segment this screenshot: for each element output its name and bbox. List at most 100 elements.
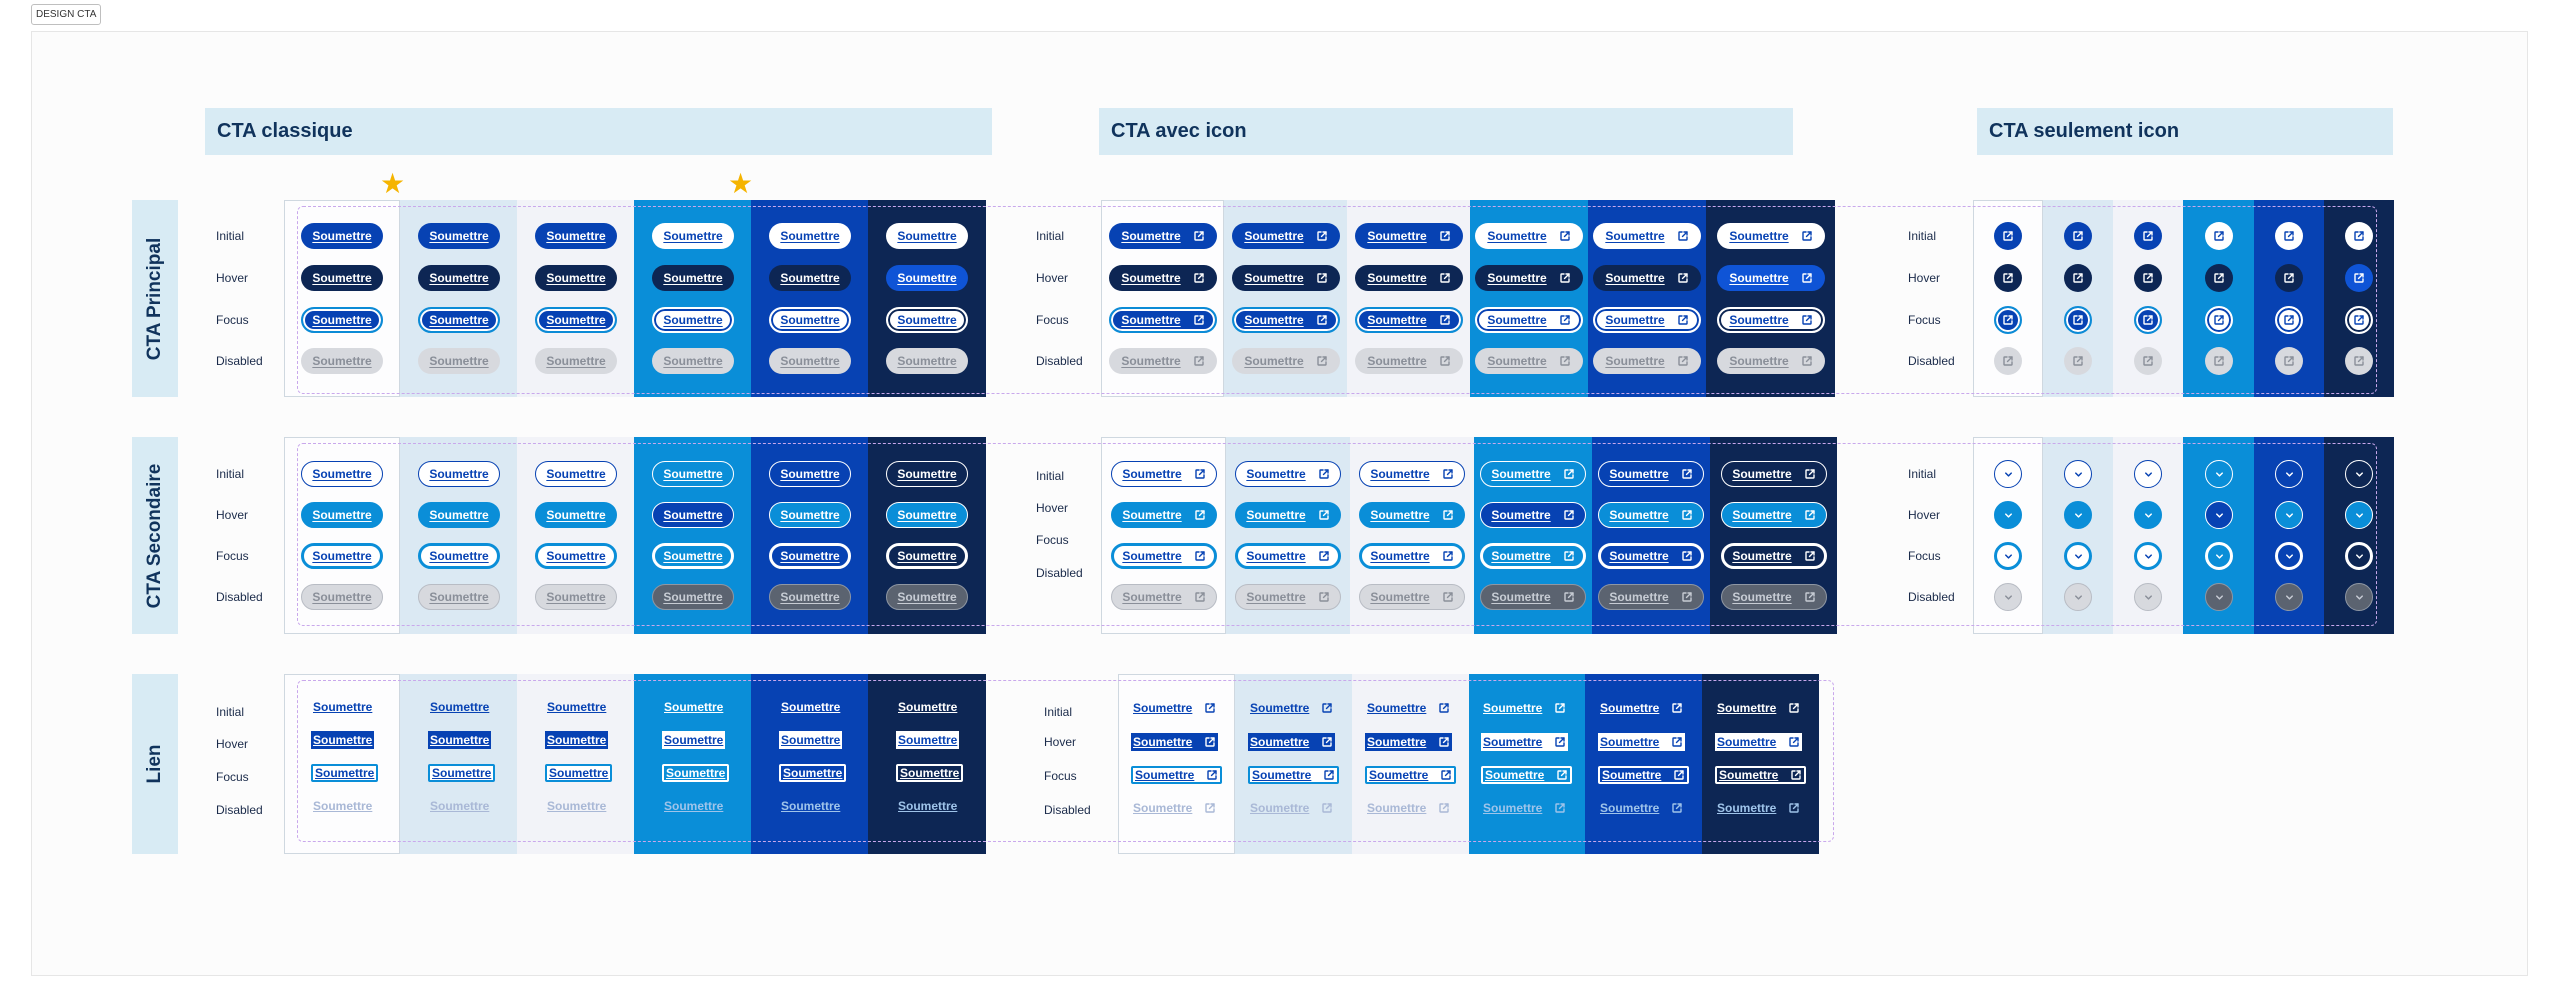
button-focus[interactable]: Soumettre [886, 307, 968, 333]
button-disabled[interactable]: Soumettre [1109, 348, 1217, 374]
link-initial[interactable]: Soumettre [1365, 699, 1452, 717]
button-initial[interactable]: Soumettre [652, 461, 734, 487]
page-tag[interactable]: DESIGN CTA [31, 4, 102, 25]
button-focus[interactable]: Soumettre [1475, 307, 1583, 333]
button-initial[interactable]: Soumettre [769, 461, 851, 487]
button-focus[interactable]: Soumettre [1721, 543, 1827, 569]
icon-button-disabled[interactable] [2345, 583, 2373, 611]
button-disabled[interactable]: Soumettre [1598, 584, 1704, 610]
button-initial[interactable]: Soumettre [535, 223, 617, 249]
button-hover[interactable]: Soumettre [769, 502, 851, 528]
button-disabled[interactable]: Soumettre [535, 348, 617, 374]
button-disabled[interactable]: Soumettre [418, 584, 500, 610]
button-hover[interactable]: Soumettre [1232, 265, 1340, 291]
link-hover[interactable]: Soumettre [662, 731, 726, 749]
link-hover[interactable]: Soumettre [311, 731, 375, 749]
icon-button-disabled[interactable] [2275, 583, 2303, 611]
button-disabled[interactable]: Soumettre [769, 348, 851, 374]
button-focus[interactable]: Soumettre [418, 307, 500, 333]
link-disabled[interactable]: Soumettre [311, 797, 374, 815]
link-hover[interactable]: Soumettre [428, 731, 492, 749]
icon-button-hover[interactable] [2134, 264, 2162, 292]
button-focus[interactable]: Soumettre [418, 543, 500, 569]
button-hover[interactable]: Soumettre [1593, 265, 1701, 291]
link-disabled[interactable]: Soumettre [896, 797, 959, 815]
icon-button-initial[interactable] [2275, 222, 2303, 250]
link-focus[interactable]: Soumettre [428, 764, 496, 782]
button-focus[interactable]: Soumettre [1111, 543, 1217, 569]
link-focus[interactable]: Soumettre [1598, 766, 1690, 784]
button-focus[interactable]: Soumettre [652, 307, 734, 333]
link-initial[interactable]: Soumettre [311, 698, 374, 716]
button-focus[interactable]: Soumettre [769, 307, 851, 333]
icon-button-focus[interactable] [2275, 306, 2303, 334]
link-focus[interactable]: Soumettre [1365, 766, 1457, 784]
button-focus[interactable]: Soumettre [652, 543, 734, 569]
link-focus[interactable]: Soumettre [1131, 766, 1223, 784]
button-focus[interactable]: Soumettre [769, 543, 851, 569]
button-disabled[interactable]: Soumettre [1475, 348, 1583, 374]
icon-button-focus[interactable] [1994, 542, 2022, 570]
button-focus[interactable]: Soumettre [535, 307, 617, 333]
link-focus[interactable]: Soumettre [1715, 766, 1807, 784]
link-initial[interactable]: Soumettre [662, 698, 725, 716]
icon-button-disabled[interactable] [1994, 347, 2022, 375]
button-hover[interactable]: Soumettre [418, 265, 500, 291]
button-initial[interactable]: Soumettre [535, 461, 617, 487]
button-hover[interactable]: Soumettre [886, 502, 968, 528]
button-hover[interactable]: Soumettre [652, 502, 734, 528]
link-disabled[interactable]: Soumettre [1248, 799, 1335, 817]
icon-button-hover[interactable] [2205, 264, 2233, 292]
link-focus[interactable]: Soumettre [1248, 766, 1340, 784]
button-disabled[interactable]: Soumettre [886, 348, 968, 374]
link-hover[interactable]: Soumettre [896, 731, 960, 749]
link-initial[interactable]: Soumettre [779, 698, 842, 716]
icon-button-initial[interactable] [1994, 460, 2022, 488]
link-disabled[interactable]: Soumettre [662, 797, 725, 815]
button-hover[interactable]: Soumettre [1355, 265, 1463, 291]
button-initial[interactable]: Soumettre [301, 461, 383, 487]
link-hover[interactable]: Soumettre [1715, 733, 1803, 751]
link-initial[interactable]: Soumettre [428, 698, 491, 716]
button-hover[interactable]: Soumettre [301, 502, 383, 528]
icon-button-initial[interactable] [2134, 460, 2162, 488]
icon-button-initial[interactable] [2205, 460, 2233, 488]
icon-button-initial[interactable] [1994, 222, 2022, 250]
button-hover[interactable]: Soumettre [1717, 265, 1825, 291]
link-hover[interactable]: Soumettre [1365, 733, 1453, 751]
button-initial[interactable]: Soumettre [1111, 461, 1217, 487]
link-initial[interactable]: Soumettre [1481, 699, 1568, 717]
icon-button-hover[interactable] [2345, 264, 2373, 292]
button-disabled[interactable]: Soumettre [1717, 348, 1825, 374]
button-disabled[interactable]: Soumettre [1235, 584, 1341, 610]
button-focus[interactable]: Soumettre [1593, 307, 1701, 333]
icon-button-focus[interactable] [2064, 306, 2092, 334]
link-disabled[interactable]: Soumettre [1365, 799, 1452, 817]
button-initial[interactable]: Soumettre [769, 223, 851, 249]
link-hover[interactable]: Soumettre [545, 731, 609, 749]
link-focus[interactable]: Soumettre [896, 764, 964, 782]
button-initial[interactable]: Soumettre [1593, 223, 1701, 249]
button-focus[interactable]: Soumettre [301, 307, 383, 333]
icon-button-focus[interactable] [2205, 542, 2233, 570]
icon-button-initial[interactable] [2064, 222, 2092, 250]
link-initial[interactable]: Soumettre [1715, 699, 1802, 717]
button-hover[interactable]: Soumettre [1109, 265, 1217, 291]
link-focus[interactable]: Soumettre [1481, 766, 1573, 784]
button-initial[interactable]: Soumettre [301, 223, 383, 249]
button-disabled[interactable]: Soumettre [886, 584, 968, 610]
button-hover[interactable]: Soumettre [1235, 502, 1341, 528]
button-disabled[interactable]: Soumettre [769, 584, 851, 610]
button-focus[interactable]: Soumettre [886, 543, 968, 569]
icon-button-disabled[interactable] [2205, 583, 2233, 611]
button-hover[interactable]: Soumettre [1111, 502, 1217, 528]
link-disabled[interactable]: Soumettre [1715, 799, 1802, 817]
link-disabled[interactable]: Soumettre [779, 797, 842, 815]
button-initial[interactable]: Soumettre [1721, 461, 1827, 487]
button-initial[interactable]: Soumettre [1475, 223, 1583, 249]
button-hover[interactable]: Soumettre [1480, 502, 1586, 528]
link-focus[interactable]: Soumettre [662, 764, 730, 782]
icon-button-disabled[interactable] [2064, 583, 2092, 611]
button-hover[interactable]: Soumettre [535, 502, 617, 528]
button-initial[interactable]: Soumettre [886, 461, 968, 487]
